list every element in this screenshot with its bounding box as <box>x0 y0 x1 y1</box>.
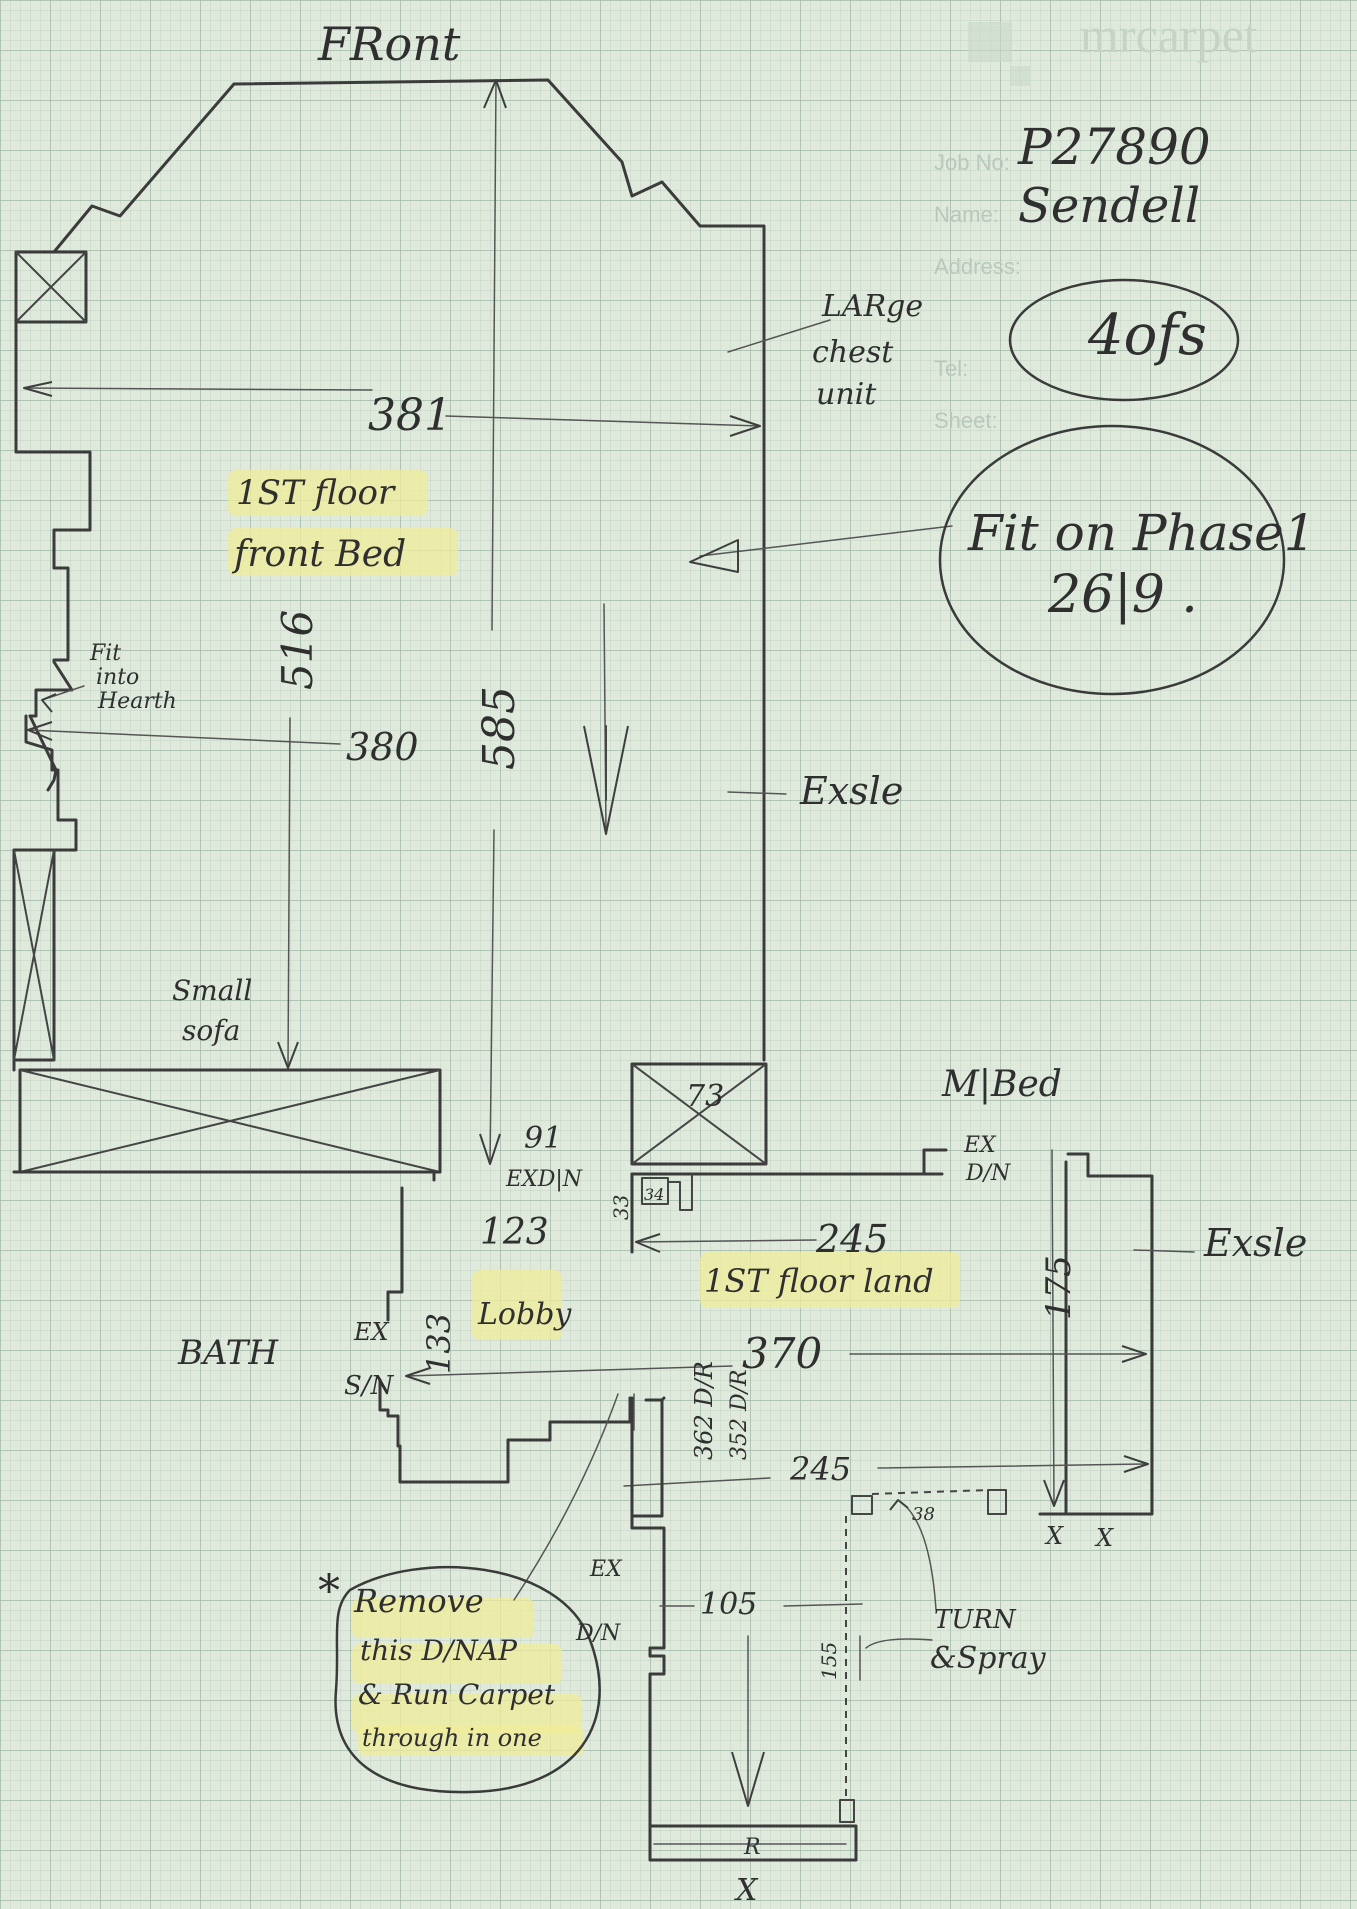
dim-123: 123 <box>480 1212 549 1253</box>
sheet-number: 4ofs <box>1087 303 1207 368</box>
chest-note-line3: unit <box>816 377 877 412</box>
dim-34: 34 <box>644 1185 664 1204</box>
hearth-note-line3: Hearth <box>97 689 177 714</box>
hearth-note-line2: into <box>96 665 139 690</box>
ex-sn-note-line2: S/N <box>344 1371 395 1401</box>
remove-note-line4: through in one <box>362 1724 542 1752</box>
exsle-note-1: Exsle <box>799 769 903 813</box>
brand-logo: mrcarpet <box>1080 7 1258 63</box>
x-mark-3: X <box>734 1873 759 1908</box>
sofa-note-line2: sofa <box>182 1014 240 1047</box>
ex-sn-note-line1: EX <box>353 1318 390 1346</box>
form-label-name: Name: <box>934 202 999 227</box>
printed-form-header: mrcarpet Job No: Name: Address: Tel: She… <box>934 7 1258 433</box>
sheet-number-bubble <box>1008 278 1240 402</box>
x-mark-1: X <box>1044 1522 1064 1550</box>
chest-note-line2: chest <box>812 335 894 370</box>
lobby-label: Lobby <box>477 1297 572 1332</box>
logo-mark-small <box>1010 66 1030 86</box>
form-label-job-no: Job No: <box>934 150 1010 175</box>
dim-175: 175 <box>1039 1255 1079 1320</box>
landing-label: 1ST floor land <box>704 1262 934 1300</box>
dim-516: 516 <box>273 610 322 690</box>
highlighter-marks <box>228 470 960 1756</box>
remove-note-line2: this D/NAP <box>360 1634 518 1667</box>
remove-note-star: * <box>318 1566 340 1617</box>
form-label-address: Address: <box>934 254 1021 279</box>
remove-note-line1: Remove <box>353 1582 484 1620</box>
sofa-note-line1: Small <box>172 974 252 1007</box>
ex-dn-note-1: EXD|N <box>505 1167 583 1192</box>
lobby-and-landing-outline <box>378 1148 1195 1862</box>
dim-380: 380 <box>346 725 419 769</box>
ex-dn-note-2-line2: D/N <box>965 1161 1011 1186</box>
dim-245a: 245 <box>815 1217 889 1261</box>
dim-91: 91 <box>524 1121 562 1156</box>
ex-dn-note-2-line1: EX <box>963 1133 997 1158</box>
dim-33: 33 <box>609 1195 633 1220</box>
fit-note-line2: 26|9 . <box>1047 565 1198 625</box>
fit-note-line1: Fit on Phase1 <box>967 504 1316 562</box>
dim-73: 73 <box>686 1079 724 1114</box>
job-number: P27890 <box>1017 118 1211 176</box>
front-bed-label-line1: 1ST floor <box>236 473 396 513</box>
small-sofa <box>12 848 56 1062</box>
alcove-cupboard <box>14 250 88 324</box>
turn-spray-note-line1: TURN <box>934 1605 1017 1635</box>
hearth-note-line1: Fit <box>89 641 121 666</box>
remove-note-line3: & Run Carpet <box>358 1678 556 1711</box>
r-mark: R <box>743 1835 761 1860</box>
form-label-tel: Tel: <box>934 356 968 381</box>
dim-381: 381 <box>368 390 452 441</box>
dim-370: 370 <box>742 1329 822 1378</box>
ex-dn-note-3-line1: EX <box>589 1557 623 1582</box>
dr-label-2: 352 D/R <box>727 1369 752 1460</box>
dim-155: 155 <box>817 1642 841 1680</box>
dim-38: 38 <box>912 1504 935 1525</box>
dim-105: 105 <box>700 1587 757 1622</box>
front-bed-label-line2: front Bed <box>231 534 406 575</box>
cupboard-73 <box>630 1062 768 1166</box>
customer-name: Sendell <box>1018 178 1200 234</box>
chest-note-line1: LARge <box>821 289 923 324</box>
dim-245b: 245 <box>789 1450 851 1488</box>
remove-note-bubble <box>334 1565 601 1794</box>
fit-note-bubble <box>938 424 1286 696</box>
exsle-note-2: Exsle <box>1203 1221 1307 1265</box>
dim-133: 133 <box>420 1313 458 1374</box>
front-bedroom-outline <box>12 78 768 1174</box>
logo-mark <box>968 22 1012 62</box>
dr-label-1: 362 D/R <box>690 1361 718 1460</box>
turn-spray-note-line2: &Spray <box>930 1641 1047 1676</box>
master-bed-label: M|Bed <box>941 1064 1062 1105</box>
bath-label: BATH <box>177 1333 279 1373</box>
ex-dn-note-3-line2: D/N <box>575 1621 621 1646</box>
front-label: FRont <box>317 17 461 71</box>
form-label-sheet: Sheet: <box>934 408 998 433</box>
front-bed-dimensions <box>23 79 953 1165</box>
dim-585: 585 <box>474 686 525 770</box>
x-mark-2: X <box>1094 1524 1114 1552</box>
